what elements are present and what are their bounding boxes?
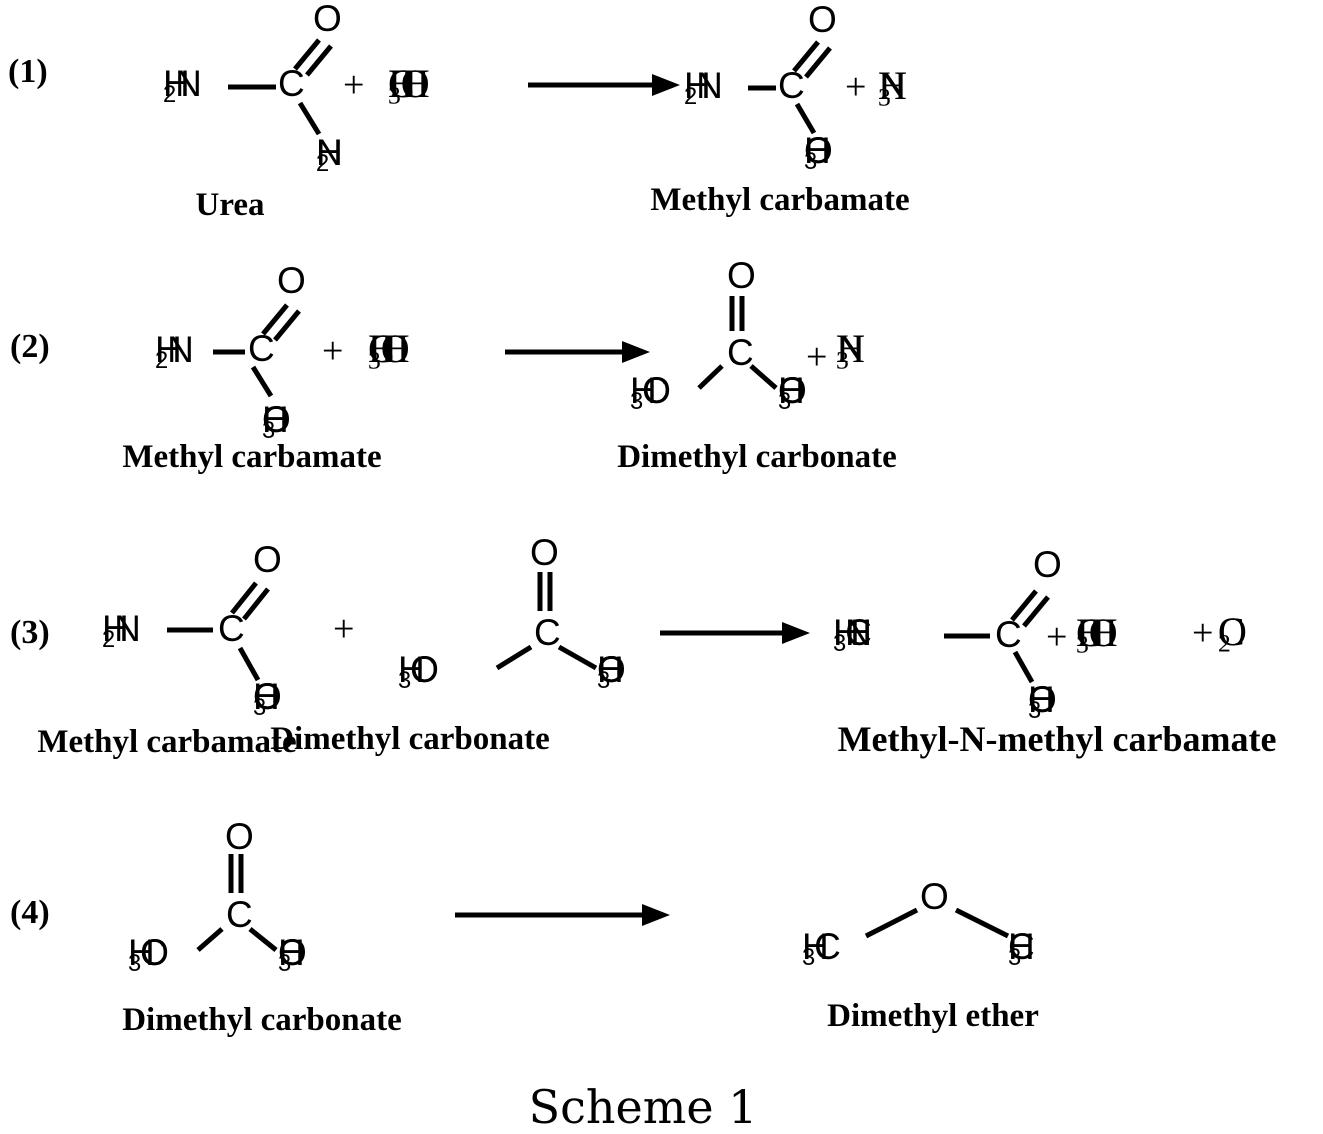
plus-sign: +	[343, 64, 365, 106]
bond-dmc3-c-och3-left	[495, 644, 533, 671]
dimethyl-carbonate-label: Dimethyl carbonate	[617, 439, 897, 475]
reaction-1-arrow-head	[652, 74, 680, 96]
double-bond-mc3-c-o-1	[230, 581, 258, 615]
methyl-carbamate-label: Methyl carbamate	[650, 182, 910, 218]
bond-mc3-c-och3	[237, 646, 261, 682]
plus-sign: +	[845, 66, 867, 108]
bond-dmc2-c-och3-left	[697, 364, 724, 390]
bond-mc2-c-och3	[250, 365, 274, 398]
methyl-carbamate-label: Methyl carbamate	[122, 439, 382, 475]
dimethyl-ether-label: Dimethyl ether	[827, 998, 1039, 1034]
urea-label: Urea	[195, 187, 265, 223]
bond-mc1-c-och3	[794, 102, 817, 135]
plus-sign: +	[333, 608, 355, 650]
reaction-4-arrow-head	[642, 904, 670, 926]
bond-dmc4-c-och3-left	[196, 927, 224, 952]
double-bond-mc3-c-o-2	[242, 587, 270, 621]
reaction-3-arrow-head	[782, 622, 810, 644]
plus-sign: +	[322, 330, 344, 372]
dimethyl-carbonate-label: Dimethyl carbonate	[122, 1002, 402, 1038]
bond-dmc3-c-och3-right	[557, 644, 598, 671]
bond-mnmc-c-och3	[1012, 650, 1035, 684]
bond-dme-o-ch3	[954, 907, 1010, 939]
double-bond-urea-c-o-1	[293, 38, 321, 71]
double-bond-mc1-c-o-1	[792, 40, 820, 73]
double-bond-mnmc-c-o-2	[1022, 595, 1050, 628]
scheme-title: Scheme 1	[528, 1080, 758, 1134]
dimethyl-carbonate-label: Dimethyl carbonate	[270, 721, 550, 757]
double-bond-mc2-c-o-2	[273, 309, 301, 342]
plus-sign: +	[1192, 612, 1214, 654]
double-bond-mc2-c-o-1	[261, 303, 289, 336]
reaction-1-number: (1)	[8, 53, 48, 90]
double-bond-mc1-c-o-2	[804, 46, 832, 79]
reaction-2-number: (2)	[10, 328, 50, 365]
methyl-carbamate-label: Methyl carbamate	[37, 724, 297, 760]
methyl-n-methyl-carbamate-label: Methyl-N-methyl carbamate	[837, 719, 1277, 759]
double-bond-mnmc-c-o-1	[1010, 589, 1038, 622]
plus-sign: +	[806, 336, 828, 378]
bond-urea-c-nh2	[297, 101, 322, 136]
reaction-4-number: (4)	[10, 894, 50, 931]
plus-sign: +	[1046, 616, 1068, 658]
reaction-2-arrow-head	[622, 341, 650, 363]
bond-dmc4-c-och3-right	[248, 927, 278, 952]
double-bond-urea-c-o-2	[305, 44, 333, 77]
bond-dmc2-c-och3-right	[749, 364, 778, 390]
reaction-3-number: (3)	[10, 614, 50, 651]
bond-dme-h3c-o	[864, 907, 919, 939]
